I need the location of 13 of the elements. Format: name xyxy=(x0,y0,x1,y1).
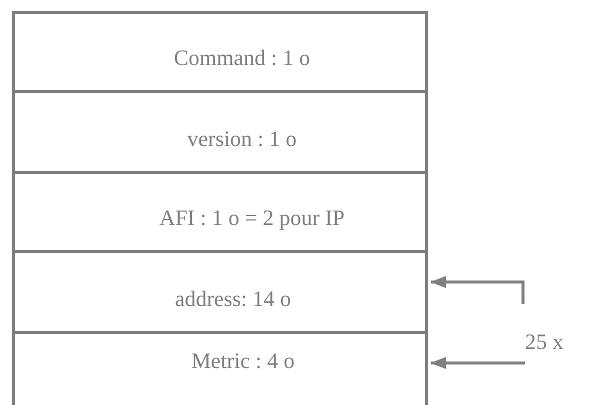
repeat-count: 25 x xyxy=(525,331,564,353)
field-label: version : 1 o xyxy=(187,128,297,150)
field-label: Command : 1 o xyxy=(174,47,310,69)
field-row xyxy=(12,250,428,334)
field-row xyxy=(12,11,428,93)
field-row xyxy=(12,331,428,405)
field-label: address: 14 o xyxy=(174,288,292,310)
field-label: Metric : 4 o xyxy=(191,350,295,372)
field-label: AFI : 1 o = 2 pour IP xyxy=(159,207,345,229)
arrow xyxy=(430,357,525,369)
field-row xyxy=(12,90,428,174)
field-row xyxy=(12,171,428,253)
arrow xyxy=(430,276,524,304)
